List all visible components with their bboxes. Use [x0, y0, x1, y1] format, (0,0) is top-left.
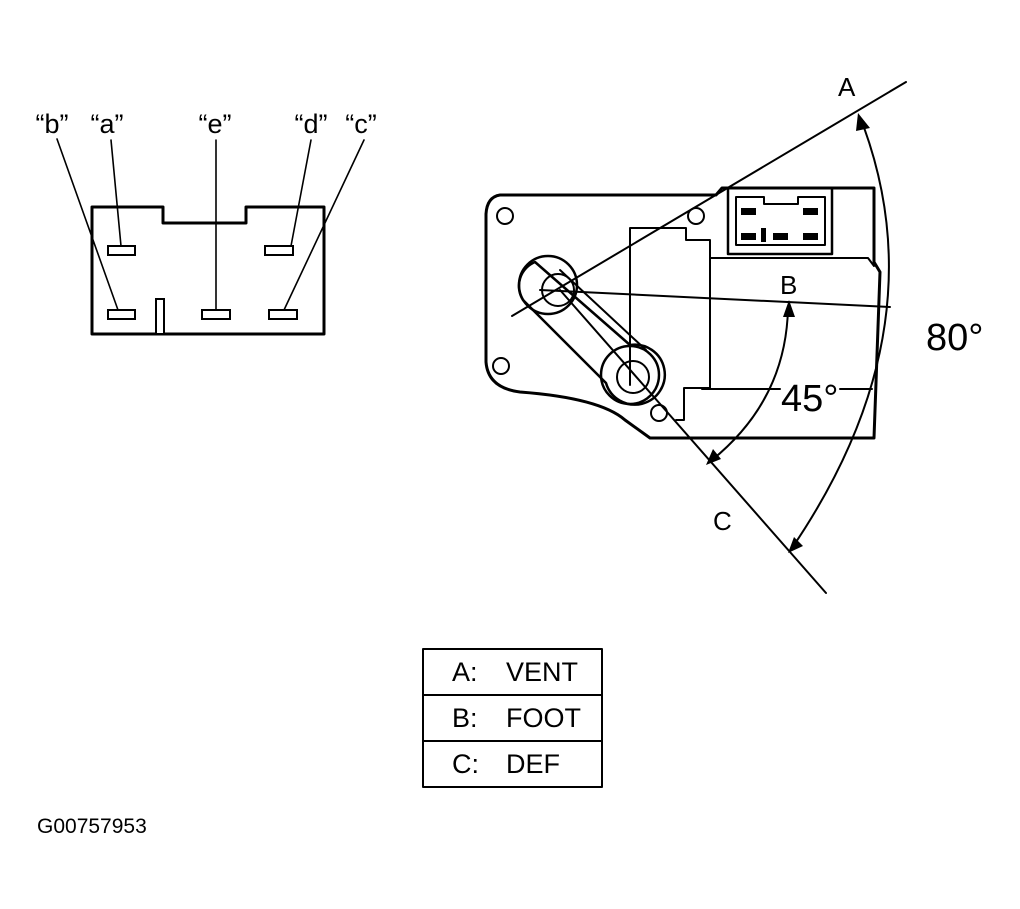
terminal-pin-a	[107, 245, 136, 256]
legend-key-a: A:	[452, 657, 478, 687]
angle-arrow-45-top	[783, 300, 795, 317]
actuator-diagram: A B C 80° 45°	[484, 72, 983, 594]
actuator-pin-5	[803, 233, 818, 240]
terminal-label-d: “d”	[295, 109, 328, 139]
terminal-label-e: “e”	[199, 109, 232, 139]
leader-line-a	[110, 139, 122, 247]
actuator-key	[761, 228, 766, 242]
figure-id: G00757953	[37, 815, 147, 838]
terminal-label-b: “b”	[36, 109, 69, 139]
terminal-pin-d	[264, 245, 294, 256]
angle-arrow-80-top	[856, 113, 870, 131]
legend-value-c: DEF	[506, 749, 560, 779]
actuator-body	[484, 186, 882, 440]
leader-line-b	[56, 138, 119, 311]
connector-key-slot	[155, 298, 165, 335]
mounting-hole-top-left	[496, 207, 514, 225]
position-line-c	[559, 289, 827, 594]
actuator-lever-arm	[517, 254, 667, 406]
position-label-c: C	[713, 506, 732, 536]
position-label-b: B	[780, 270, 797, 300]
lever-end-outer	[599, 344, 661, 406]
legend-value-b: FOOT	[506, 703, 581, 733]
actuator-lower-contour	[675, 257, 711, 421]
angle-arc-45	[711, 307, 789, 461]
angle-label-80: 80°	[926, 317, 983, 359]
position-line-b	[539, 289, 891, 308]
position-label-a: A	[838, 72, 856, 102]
actuator-pin-3	[741, 233, 756, 240]
connector-housing	[90, 205, 326, 336]
actuator-pin-4	[773, 233, 788, 240]
terminal-pin-b	[107, 309, 136, 320]
angle-label-45: 45°	[781, 378, 838, 420]
actuator-pin-1	[741, 208, 756, 215]
terminal-label-a: “a”	[91, 109, 124, 139]
terminal-pin-e	[201, 309, 231, 320]
position-line-a	[511, 81, 907, 317]
angle-arc-80	[791, 121, 890, 549]
terminal-pin-c	[268, 309, 298, 320]
legend-key-c: C:	[452, 749, 479, 779]
mounting-hole-bottom-right	[650, 404, 668, 422]
leader-line-c	[283, 139, 365, 311]
angle-arrow-80-bottom	[788, 537, 803, 553]
actuator-pin-2	[803, 208, 818, 215]
legend-value-a: VENT	[506, 657, 578, 687]
actuator-inner-contour	[629, 227, 875, 386]
legend-table: A: VENT B: FOOT C: DEF	[422, 648, 603, 788]
mounting-hole-top-right	[687, 207, 705, 225]
angle-arrow-45-bottom	[706, 449, 721, 465]
connector-diagram: “b” “a” “e” “d” “c”	[36, 109, 377, 336]
terminal-label-c: “c”	[345, 109, 376, 139]
mounting-hole-bottom-left	[492, 357, 510, 375]
lever-pivot-outer	[517, 254, 579, 316]
actuator-connector	[726, 186, 834, 256]
lever-end-inner	[616, 360, 650, 394]
leader-line-d	[290, 139, 312, 247]
legend-key-b: B:	[452, 703, 478, 733]
